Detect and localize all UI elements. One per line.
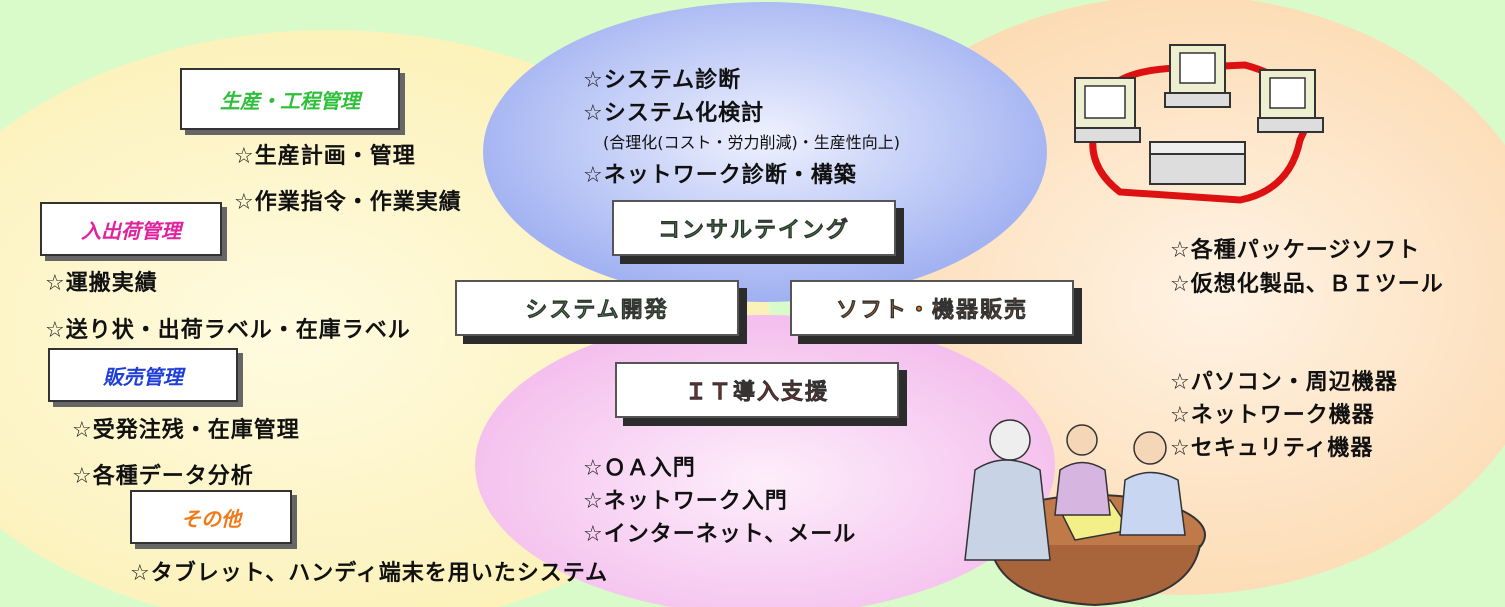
shipping-management-title: 入出荷管理 xyxy=(40,202,222,256)
consulting-item-4: ☆ネットワーク診断・構築 xyxy=(583,163,857,188)
consulting-item-3-note: (合理化(コスト・労力削減)・生産性向上) xyxy=(603,133,900,152)
shipping-item-1: ☆運搬実績 xyxy=(45,271,158,296)
software-item-1: ☆各種パッケージソフト xyxy=(1170,238,1421,263)
hardware-item-3: ☆セキュリティ機器 xyxy=(1170,436,1374,461)
other-title: その他 xyxy=(130,490,292,544)
sales-item-1: ☆受発注残・在庫管理 xyxy=(72,418,300,443)
software-item-2: ☆仮想化製品、ＢＩツール xyxy=(1170,272,1444,297)
consulting-item-1: ☆システム診断 xyxy=(583,68,742,93)
system-development-title: システム開発 xyxy=(455,280,739,336)
shipping-item-2: ☆送り状・出荷ラベル・在庫ラベル xyxy=(45,318,411,343)
sales-management-title: 販売管理 xyxy=(48,348,238,402)
it-support-item-3: ☆インターネット、メール xyxy=(583,522,857,547)
it-introduction-support-title: ＩＴ導入支援 xyxy=(615,362,899,418)
sales-item-2: ☆各種データ分析 xyxy=(72,464,254,489)
production-item-2: ☆作業指令・作業実績 xyxy=(234,190,462,215)
consulting-item-2: ☆システム化検討 xyxy=(583,101,765,126)
hardware-item-1: ☆パソコン・周辺機器 xyxy=(1170,370,1398,395)
production-item-1: ☆生産計画・管理 xyxy=(234,144,416,169)
business-meeting-illustration xyxy=(964,419,1206,607)
software-hardware-sales-title: ソフト・機器販売 xyxy=(790,280,1074,336)
consulting-title: コンサルテイング xyxy=(612,200,896,256)
hardware-item-2: ☆ネットワーク機器 xyxy=(1170,403,1375,428)
it-support-item-1: ☆ＯＡ入門 xyxy=(583,456,696,481)
production-management-title: 生産・工程管理 xyxy=(180,68,400,130)
it-support-item-2: ☆ネットワーク入門 xyxy=(583,489,788,514)
computer-network-illustration xyxy=(1074,44,1324,204)
other-item-1: ☆タブレット、ハンディ端末を用いたシステム xyxy=(130,561,609,586)
